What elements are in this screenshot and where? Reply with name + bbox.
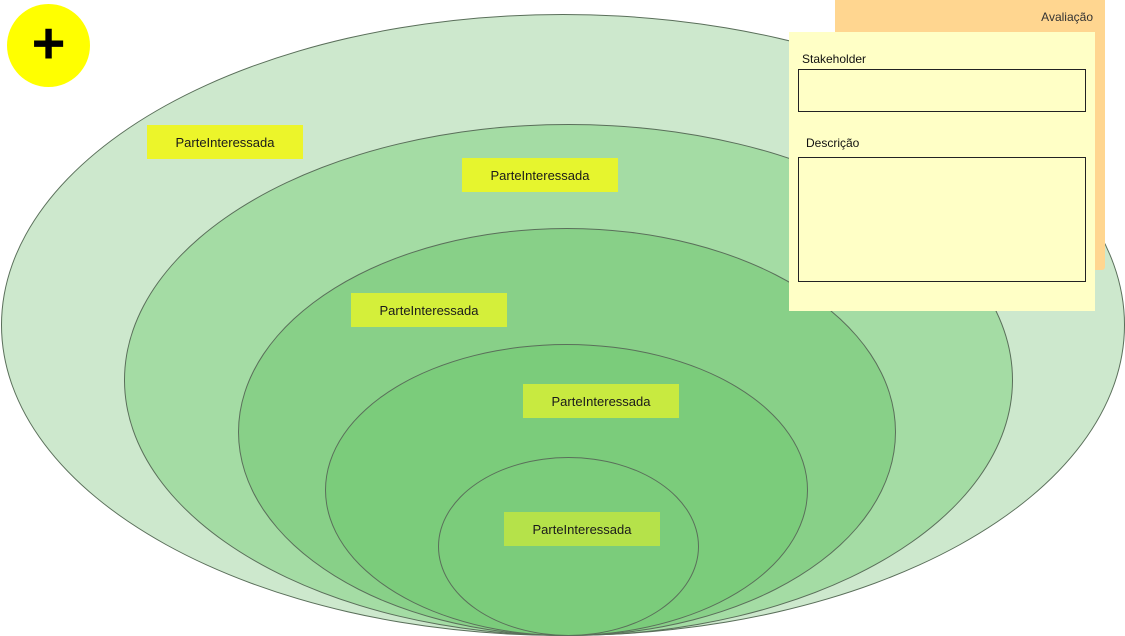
stakeholder-tag-ring-5[interactable]: ParteInteressada [504, 512, 660, 546]
stakeholder-field-label: Stakeholder [802, 52, 867, 66]
add-stakeholder-button[interactable]: + [7, 4, 90, 87]
stakeholder-tag-ring-1[interactable]: ParteInteressada [147, 125, 303, 159]
stakeholder-input[interactable] [798, 69, 1086, 112]
evaluation-panel: Stakeholder Descrição [789, 32, 1095, 311]
evaluation-tab-title: Avaliação [1041, 10, 1093, 24]
ring-5 [438, 457, 699, 636]
stakeholder-tag-ring-3[interactable]: ParteInteressada [351, 293, 507, 327]
description-textarea[interactable] [798, 157, 1086, 282]
description-field-label: Descrição [806, 136, 860, 150]
stakeholder-tag-ring-2[interactable]: ParteInteressada [462, 158, 618, 192]
stakeholder-tag-ring-4[interactable]: ParteInteressada [523, 384, 679, 418]
plus-icon: + [31, 10, 66, 76]
